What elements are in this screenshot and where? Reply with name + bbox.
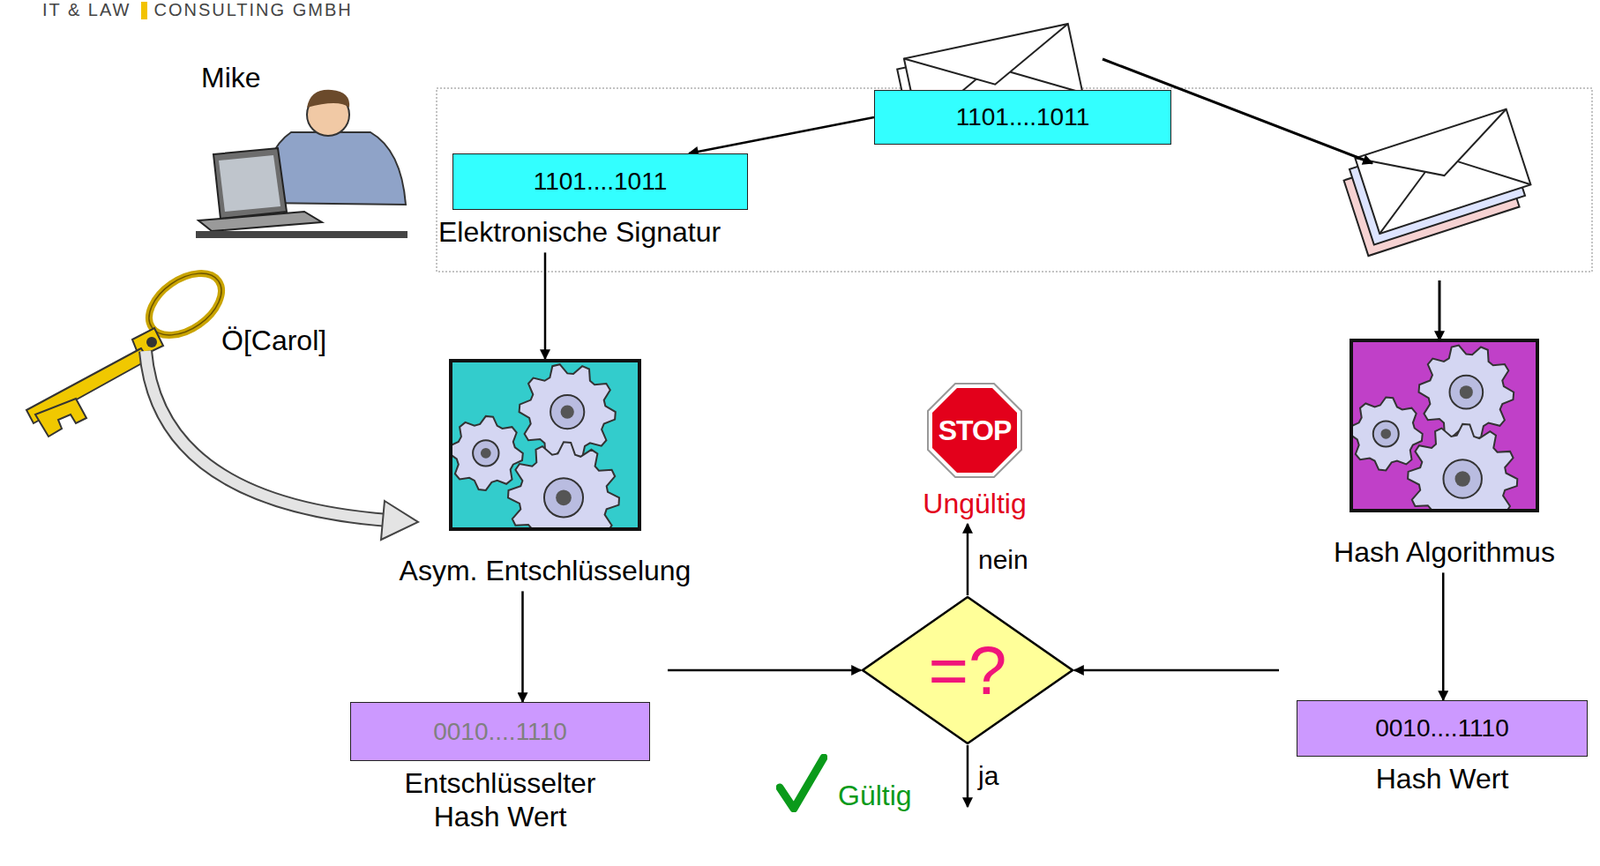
node-diamond: =? [860,595,1075,746]
envelope-stack-icon [1338,109,1536,256]
invalid-label: Ungültig [922,487,1026,521]
bit-string: 0010....1110 [433,717,568,747]
box-caption: Entschlüsselter Hash Wert [381,766,620,835]
key-arrow [145,351,419,540]
gear-icon [452,362,638,528]
box-caption: Hash Wert [1375,762,1510,796]
bit-string: 1101....1011 [533,167,668,196]
connector-arrow [667,669,861,673]
key-label: Ö[Carol] [221,324,327,358]
edge-label: nein [978,545,1029,576]
person-icon [195,89,408,239]
gear-hole [1455,471,1471,486]
header-bar [141,1,148,20]
node-box: 0010....1110Hash Wert [1296,700,1588,796]
key-icon [26,261,233,437]
connector-arrow [688,117,875,154]
node-box: 0010....1110Entschlüsselter Hash Wert [350,702,651,835]
box-caption: Elektronische Signatur [438,215,721,249]
connector-arrow [521,590,524,703]
gear-hub [1450,375,1484,410]
connector-arrow [1442,572,1445,701]
gear [508,441,620,528]
connector-arrow [1074,669,1279,673]
stop-sign: STOP [926,381,1024,479]
connector-arrow [966,523,970,596]
gear-hole [560,404,575,419]
value-box: 1101....1011 [874,89,1172,145]
signature-band [436,88,1593,272]
person-label: Mike [201,61,262,95]
node-stop: STOP Ungültig [899,381,1050,521]
gear-hole [555,490,572,507]
bit-string: 0010....1110 [1375,714,1510,743]
edge-label: ja [978,761,999,792]
node-box: 1101....1011 [874,89,1172,145]
value-box: 0010....1110 [350,702,651,762]
compare-sign: =? [928,635,1008,705]
gear [1353,397,1423,472]
check-mark [776,754,828,813]
value-box: 1101....1011 [452,153,748,210]
value-box: 0010....1110 [1296,700,1588,757]
process-caption: Asym. Entschlüsselung [399,553,692,588]
company-name: CONSULTING GMBH [153,0,352,21]
node-gear: Hash Algorithmus [1292,338,1597,569]
valid-label: Gültig [837,779,913,813]
company-header: IT & LAW CONSULTING GMBH [42,0,353,21]
gear-box [448,358,642,531]
gear-box [1349,338,1540,513]
gear-hole [480,448,492,459]
gear-hub [1373,420,1399,447]
node-box: 1101....1011Elektronische Signatur [438,153,818,249]
connector-arrow [966,745,970,808]
gear [452,416,524,491]
connector-arrow [544,252,547,359]
gear-hub [544,478,584,517]
gear [1407,424,1518,509]
gear-icon [1353,342,1536,509]
gear-hole [1459,385,1473,399]
gear-hub [550,395,584,429]
gear-hole [1380,428,1391,440]
process-caption: Hash Algorithmus [1333,535,1556,569]
gear-hub [472,440,499,466]
node-check: Gültig [776,754,953,813]
check-icon [776,754,828,813]
gear-hub [1442,459,1481,498]
node-gear: Asym. Entschlüsselung [342,358,748,588]
bit-string: 1101....1011 [956,103,1091,132]
envelope-arrow [1438,280,1442,341]
company-name: IT & LAW [42,0,131,21]
stop-text: STOP [938,414,1012,448]
